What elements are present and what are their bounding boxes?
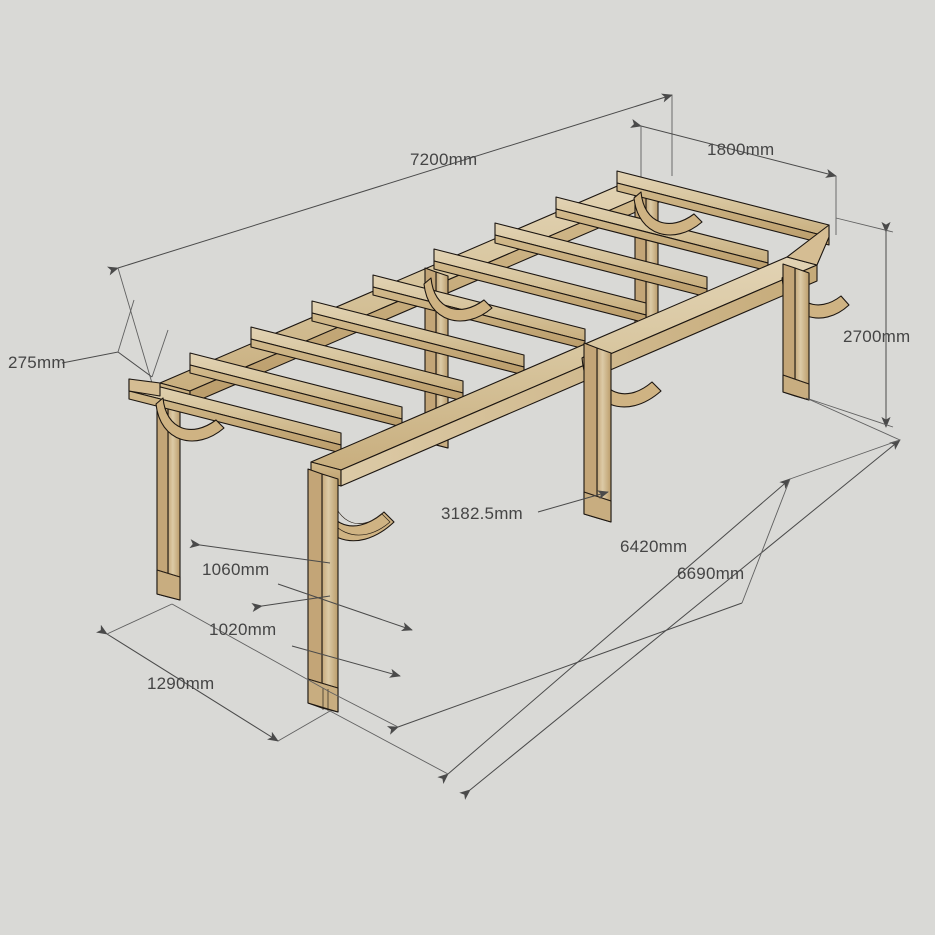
dimension-labels: 7200mm 1800mm 2700mm 275mm 3182.5mm 6420… [8, 140, 910, 693]
dim-label-overall-length: 7200mm [410, 150, 477, 169]
post-front-right [782, 263, 810, 401]
dimension-lines-background [61, 93, 894, 428]
dim-label-post-offset-b: 1020mm [209, 620, 276, 639]
dim-label-rafter-spacing: 3182.5mm [441, 504, 523, 523]
pergola-model [128, 170, 850, 713]
post-front-left [307, 468, 339, 713]
dim-label-post-height: 2700mm [843, 327, 910, 346]
dim-label-overall-depth: 1800mm [707, 140, 774, 159]
dim-label-ground-length: 6690mm [677, 564, 744, 583]
dim-label-beam-overhang: 275mm [8, 353, 66, 372]
dim-label-post-width: 1290mm [147, 674, 214, 693]
post-back-left [156, 387, 181, 601]
beam-end-details [128, 224, 830, 397]
dimension-lines-foreground [96, 397, 901, 800]
dim-label-post-offset-a: 1060mm [202, 560, 269, 579]
dim-label-post-span-long: 6420mm [620, 537, 687, 556]
rafter-group [128, 170, 830, 454]
